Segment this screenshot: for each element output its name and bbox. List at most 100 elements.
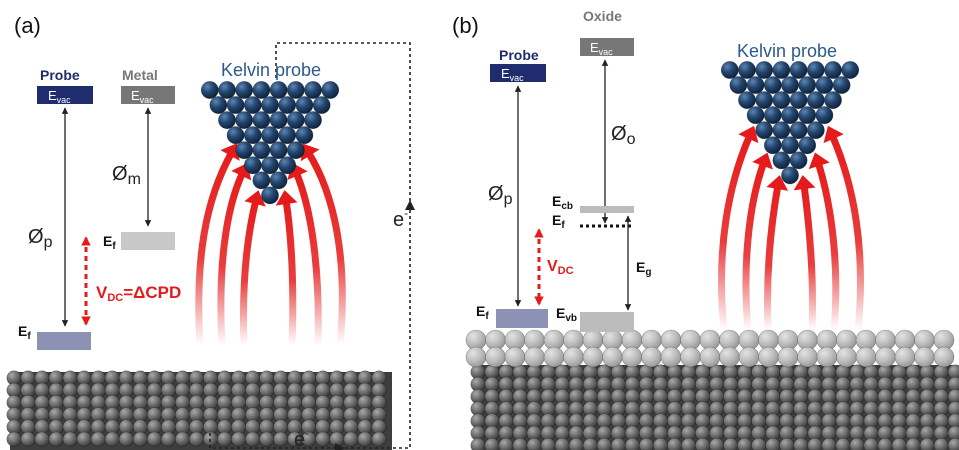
panel-b: (b) Kelvin probe Probe Evac Oxide Evac Ø…: [452, 8, 959, 450]
field-arrows-b: [718, 125, 864, 334]
oxide-atom: [582, 346, 604, 368]
oxide-atom: [602, 346, 623, 368]
substrate-atom: [667, 437, 683, 450]
substrate-atom: [919, 437, 935, 450]
metal-atom: [371, 431, 387, 447]
probe-sphere: [798, 106, 817, 125]
probe-sphere: [789, 91, 808, 110]
probe-sphere: [321, 81, 340, 99]
oxide-atom: [816, 346, 838, 368]
oxide-atom: [621, 346, 643, 368]
substrate-atom: [582, 437, 598, 450]
metal-evac-bar: [121, 86, 175, 104]
field-arrow-head: [738, 125, 759, 144]
oxide-atom: [914, 346, 935, 368]
field-line-arrow: [718, 131, 754, 334]
probe-sphere: [772, 151, 791, 170]
probe-sphere: [278, 156, 297, 175]
probe-sphere: [789, 121, 808, 140]
oxide-atom: [524, 346, 545, 368]
probe-sphere: [815, 106, 834, 125]
oxide-atom: [758, 346, 779, 368]
oxide-atom: [933, 346, 955, 368]
probe-sphere: [789, 151, 808, 170]
probe-sphere: [781, 106, 799, 125]
probe-sphere: [781, 136, 799, 155]
valence-band-bar: [580, 312, 634, 332]
probe-sphere: [763, 106, 782, 125]
phi-p-label-b: Øp: [488, 183, 513, 208]
field-line-arrow: [763, 181, 782, 334]
substrate-atom: [554, 437, 570, 450]
field-arrow-head: [275, 190, 298, 206]
conduction-band-bar: [580, 206, 634, 213]
probe-sphere: [824, 61, 842, 79]
probe-sphere: [824, 91, 842, 110]
field-line-arrow: [217, 168, 247, 349]
probe-sphere: [720, 61, 739, 79]
metal-atom: [189, 431, 205, 447]
metal-evac-label: Evac: [131, 88, 154, 105]
probe-sphere: [286, 111, 305, 130]
phi-p-label-a: Øp: [28, 226, 53, 251]
probe-sphere: [226, 96, 245, 114]
substrate-atom: [863, 437, 879, 450]
metal-atom: [20, 431, 36, 447]
metal-ef-bar: [121, 232, 175, 250]
field-arrow-head: [752, 152, 773, 170]
probe-sphere: [304, 81, 322, 99]
substrate-atom: [821, 437, 837, 450]
probe-sphere: [269, 111, 288, 130]
probe-sphere: [261, 126, 279, 145]
field-arrow-head: [300, 143, 320, 162]
substrate-atom: [793, 437, 809, 450]
substrate-atom: [596, 437, 612, 450]
probe-sphere: [252, 111, 271, 130]
oxide-atom: [855, 346, 877, 368]
metal-atom: [90, 431, 106, 447]
kelvin-probe-tip-b: [720, 61, 860, 185]
substrate-atom: [849, 437, 865, 450]
metal-atom: [231, 431, 247, 447]
probe-sphere: [763, 76, 782, 94]
probe-sphere: [243, 126, 262, 145]
substrate-atom: [498, 437, 514, 450]
probe-sphere: [269, 141, 288, 160]
metal-atom: [357, 431, 373, 447]
oxide-evac-label: Evac: [590, 40, 613, 57]
phi-m-label: Øm: [112, 163, 141, 188]
electron-label-bottom: e-: [294, 426, 309, 450]
oxide-atom: [875, 346, 896, 368]
oxide-evac-bar: [580, 38, 634, 56]
probe-sphere: [772, 91, 791, 110]
field-line-arrow: [195, 148, 236, 349]
probe-sphere: [746, 106, 765, 125]
vdc-label-b: VDC: [547, 258, 574, 277]
substrate-atom: [610, 437, 626, 450]
field-arrow-head: [766, 175, 789, 191]
probe-sphere: [261, 96, 279, 114]
probe-evac-bar-b: [490, 64, 546, 82]
oxide-title: Oxide: [583, 8, 622, 24]
probe-sphere: [235, 81, 254, 99]
field-line-arrow: [800, 181, 817, 334]
metal-atom: [245, 431, 261, 447]
metal-atom: [132, 431, 148, 447]
metal-atom: [273, 431, 289, 447]
probe-sphere: [235, 111, 254, 130]
ef-oxide-label: Ef: [552, 212, 565, 231]
electron-label-right: e-: [393, 206, 408, 231]
substrate-atom: [723, 437, 739, 450]
probe-ef-bar-b: [496, 309, 548, 328]
probe-sphere: [286, 141, 305, 160]
probe-sphere: [226, 126, 245, 145]
metal-atom: [217, 431, 233, 447]
probe-sphere: [218, 111, 236, 130]
probe-title-b: Probe: [499, 47, 539, 63]
kelvin-probe-label-b: Kelvin probe: [737, 41, 837, 61]
substrate-atom: [947, 437, 959, 450]
oxide-atom: [504, 346, 526, 368]
vdc-label-a: VDC=ΔCPD: [96, 283, 181, 304]
probe-sphere: [278, 126, 297, 145]
